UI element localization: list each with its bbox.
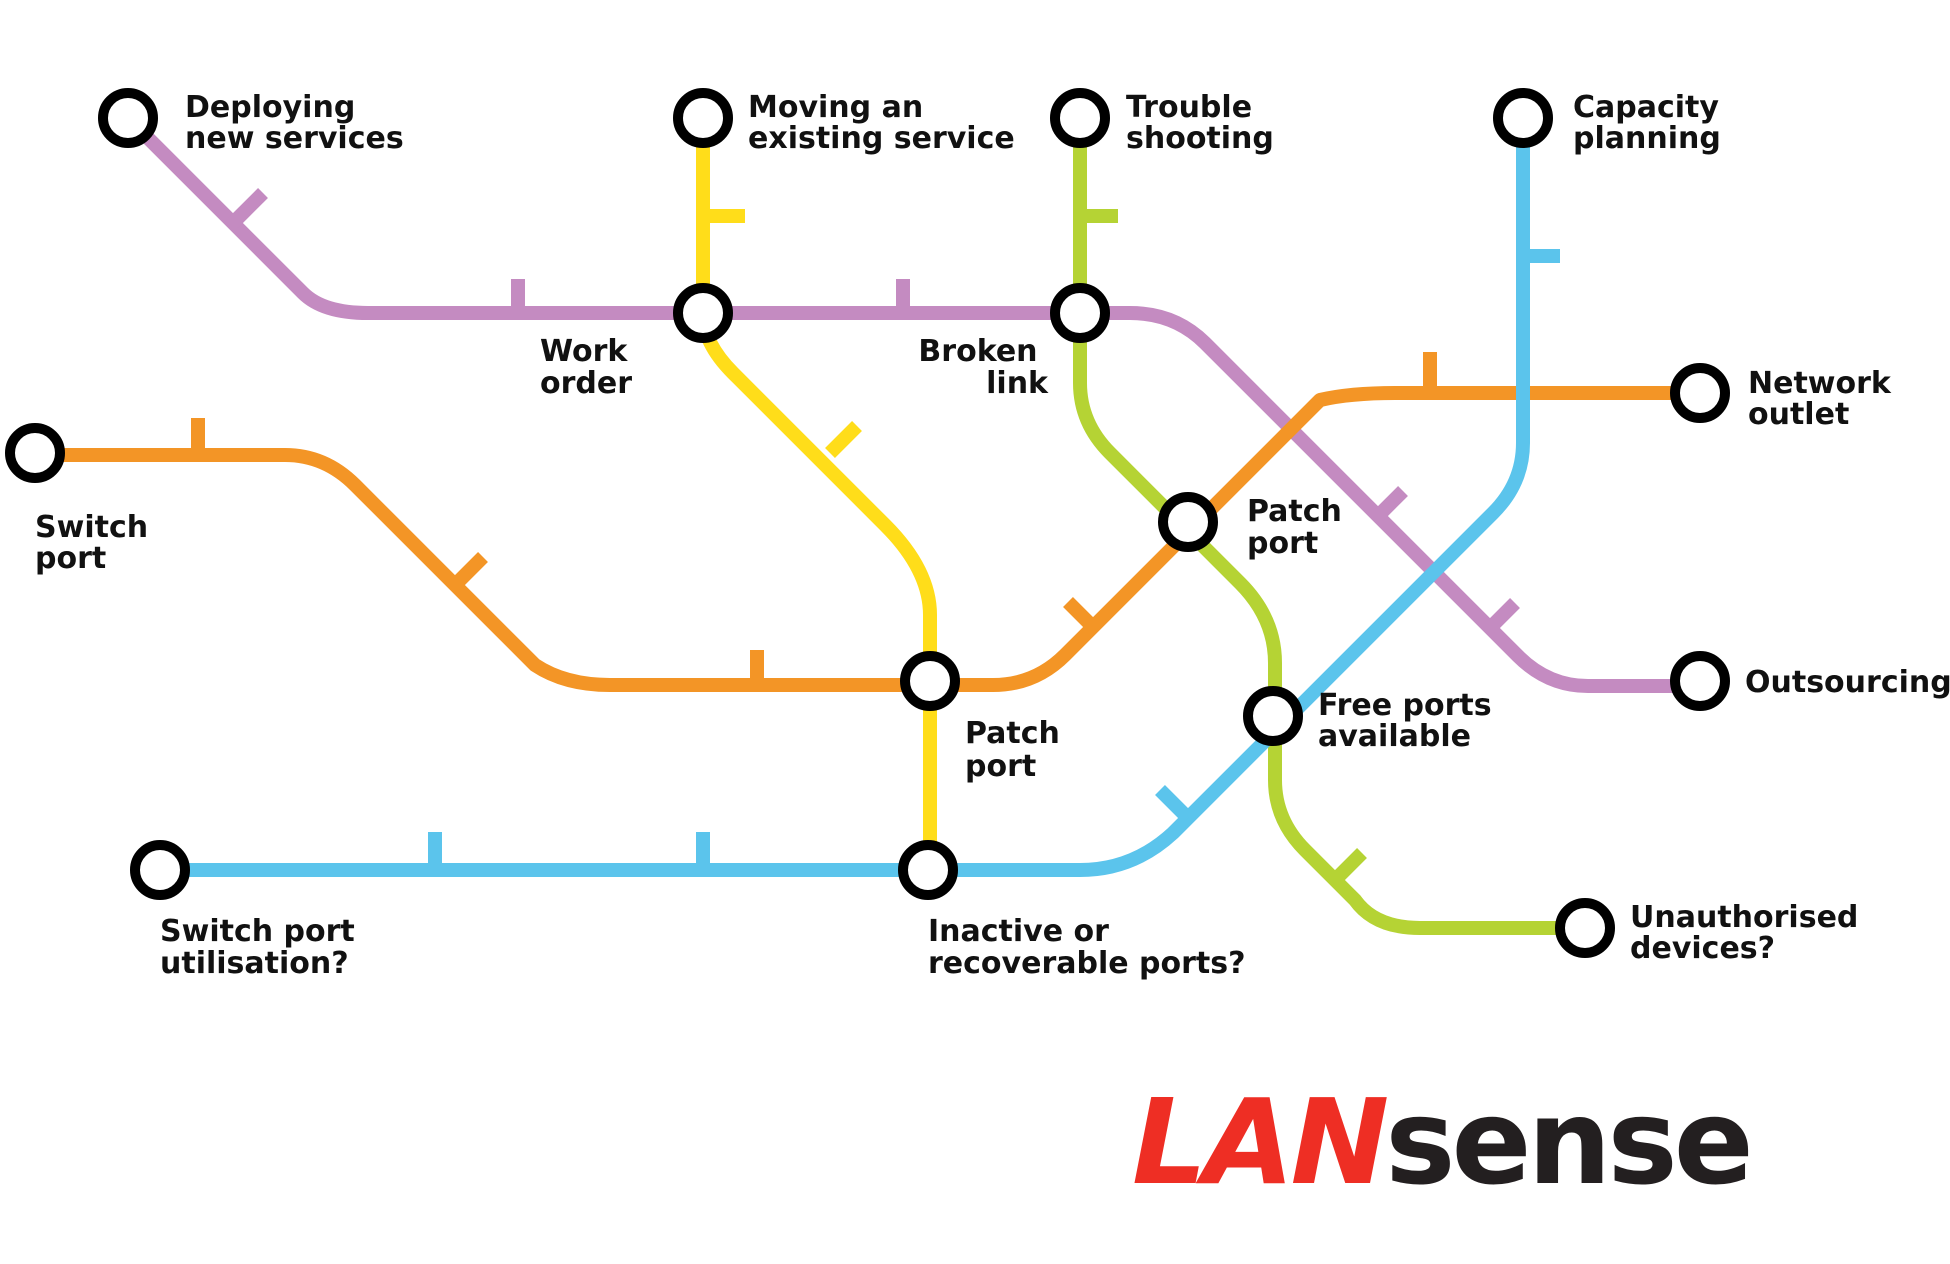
lansense-logo: LANsense (1132, 1073, 1750, 1211)
label-broken-link: Broken link (918, 334, 1049, 401)
station-capacity-planning[interactable] (1493, 88, 1553, 148)
label-moving-existing-service: Moving an existing service (748, 90, 1015, 156)
label-patch-port-lower: Patch port (965, 716, 1070, 784)
label-trouble-shooting: Trouble shooting (1126, 90, 1274, 156)
orange-line-tick (450, 552, 488, 590)
station-switch-port-utilisation[interactable] (130, 840, 190, 900)
station-outsourcing[interactable] (1670, 651, 1730, 711)
station-moving-existing-service[interactable] (673, 88, 733, 148)
logo-sense-text: sense (1385, 1073, 1750, 1211)
blue-line-tick (1155, 785, 1193, 823)
green-line-troubleshooting-to-unauthorised (1073, 118, 1585, 935)
station-patch-port-lower[interactable] (900, 651, 960, 711)
station-free-ports-available[interactable] (1243, 686, 1303, 746)
green-line-tick (1330, 848, 1367, 885)
purple-line-deploying-to-outsourcing (123, 113, 1700, 693)
label-network-outlet: Network outlet (1748, 366, 1901, 432)
station-network-outlet[interactable] (1670, 363, 1730, 423)
purple-line-tick (1485, 598, 1520, 633)
purple-line-tick (228, 188, 268, 228)
station-work-order[interactable] (673, 283, 733, 343)
blue-line-capacity-to-switch-utilisation (160, 118, 1530, 877)
label-free-ports-available: Free ports available (1318, 688, 1502, 754)
label-unauthorised-devices: Unauthorised devices? (1630, 900, 1869, 966)
station-inactive-recoverable-ports[interactable] (898, 840, 958, 900)
orange-line-tick (1063, 597, 1098, 632)
label-switch-port: Switch port (35, 510, 159, 576)
station-deploying-new-services[interactable] (98, 88, 158, 148)
station-unauthorised-devices[interactable] (1555, 898, 1615, 958)
label-deploying-new-services: Deploying new services (185, 90, 404, 156)
station-trouble-shooting[interactable] (1050, 88, 1110, 148)
station-broken-link[interactable] (1050, 283, 1110, 343)
label-outsourcing: Outsourcing (1745, 665, 1950, 700)
label-inactive-recoverable-ports: Inactive or recoverable ports? (928, 914, 1246, 981)
station-switch-port[interactable] (5, 423, 65, 483)
yellow-line-tick (825, 421, 862, 458)
yellow-line-moving-to-inactive-ports (696, 118, 937, 870)
station-patch-port-upper[interactable] (1158, 492, 1218, 552)
label-work-order: Work order (540, 334, 638, 401)
purple-line-tick (1373, 486, 1408, 521)
logo-lan-text: LAN (1132, 1073, 1388, 1211)
orange-line-switch-port-to-network-outlet (35, 386, 1710, 692)
label-capacity-planning: Capacity planning (1573, 90, 1729, 156)
label-patch-port-upper: Patch port (1247, 494, 1352, 561)
label-switch-port-utilisation: Switch port utilisation? (160, 914, 365, 981)
